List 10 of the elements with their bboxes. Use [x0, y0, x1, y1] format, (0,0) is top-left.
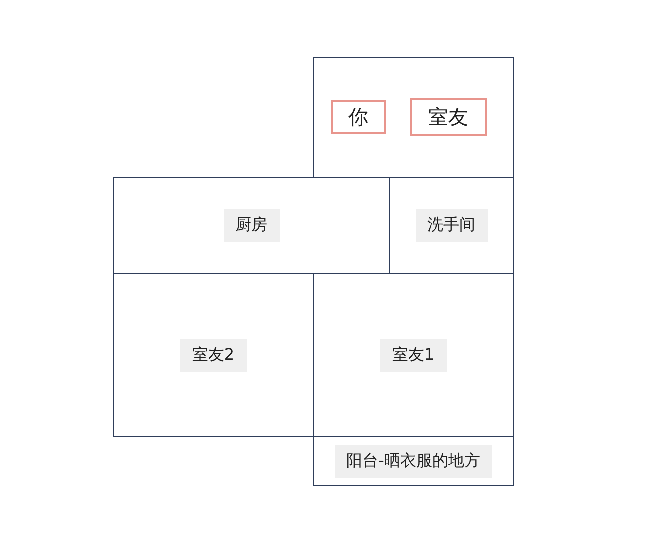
label-box: 你 [331, 100, 386, 134]
room-label: 洗手间 [416, 209, 488, 242]
room-outline [313, 57, 514, 178]
room-label: 阳台-晒衣服的地方 [334, 444, 492, 478]
label-box: 室友 [410, 98, 487, 136]
room-label: 厨房 [224, 209, 280, 242]
room-label: 室友2 [180, 338, 247, 372]
room-outline [113, 273, 314, 437]
room-outline [313, 436, 514, 486]
room-label: 室友1 [380, 338, 447, 372]
